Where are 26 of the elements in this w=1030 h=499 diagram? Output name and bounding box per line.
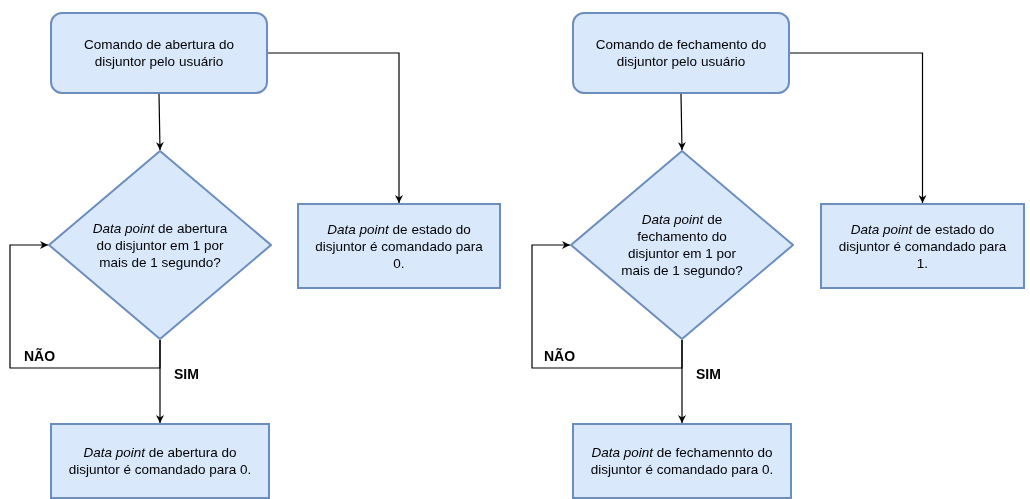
question-text: Data point de abertura do disjuntor em 1 por mais de 1 segundo? — [91, 219, 229, 271]
arrow — [156, 339, 164, 424]
edge-label: SIM — [172, 366, 201, 382]
process-box — [50, 423, 270, 499]
process-box — [297, 203, 501, 289]
edge-label: SIM — [694, 366, 723, 382]
box-text: Comando de fechamento do disjuntor pelo usuário — [594, 36, 768, 70]
box-text: Data point de estado do disjuntor é comandado para 0. — [314, 220, 484, 272]
start-box — [50, 12, 268, 94]
arrow — [9, 241, 161, 369]
edge-label: NÃO — [22, 348, 58, 364]
box-text: Data point de estado do disjuntor é comandado para 1. — [837, 220, 1008, 272]
arrow — [678, 339, 686, 424]
box-text: Data point de abertura do disjuntor é comandado para 0. — [67, 444, 253, 478]
question-text: Data point de fechamento do disjuntor em 1 por mais de 1 segundo? — [620, 211, 744, 279]
edge-label: NÃO — [542, 348, 578, 364]
box-text: Comando de abertura do disjuntor pelo usuário — [82, 36, 236, 70]
process-box — [820, 203, 1025, 289]
arrow — [155, 93, 164, 151]
start-box — [572, 12, 790, 94]
arrow — [789, 52, 927, 204]
arrow — [267, 52, 403, 204]
arrow — [677, 93, 686, 151]
box-text: Data point de fechamennto do disjuntor é comandado para 0. — [589, 444, 775, 478]
process-box — [572, 423, 792, 499]
arrow — [531, 241, 683, 369]
